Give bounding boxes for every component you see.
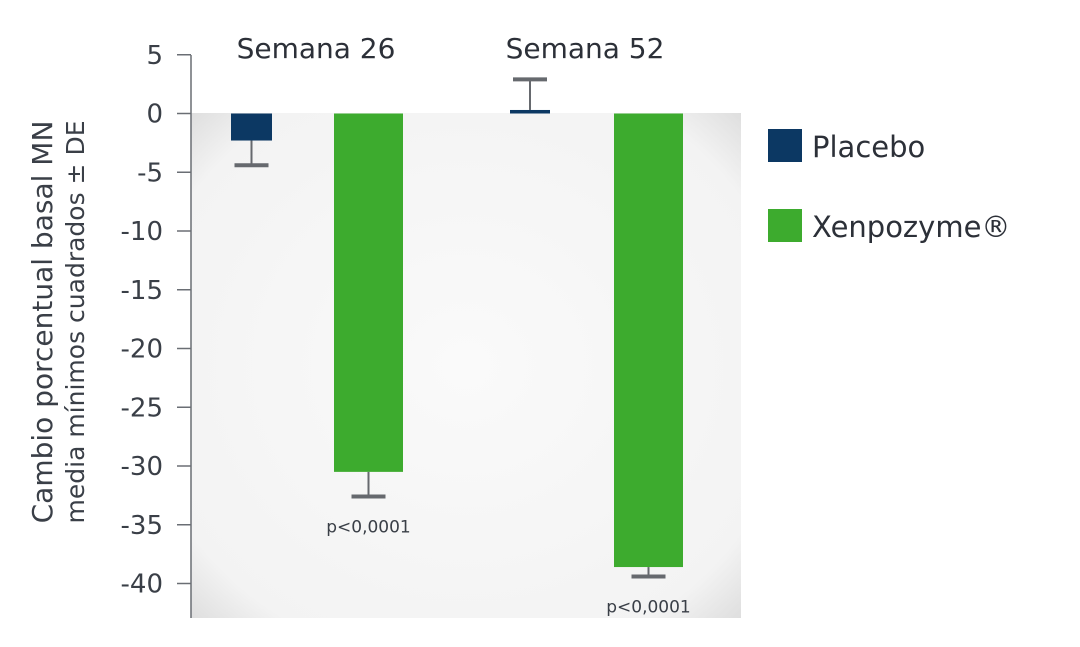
legend-swatch <box>768 129 802 162</box>
legend-swatch <box>768 209 802 242</box>
y-axis-ticks: 5 0 -5 -10 -15 -20 -25 -30 -35 -40 <box>121 41 191 600</box>
bars <box>231 109 683 568</box>
y-tick-label: -10 <box>121 217 163 247</box>
y-tick-label: -35 <box>121 511 163 541</box>
error-bars <box>234 77 666 579</box>
bar-xenpozyme <box>614 113 683 568</box>
annotations: p<0,0001 p<0,0001 <box>326 518 691 618</box>
bar-placebo <box>510 109 550 114</box>
category-label: Semana 26 <box>237 32 396 65</box>
legend-label: Xenpozyme® <box>812 210 1010 244</box>
bar-xenpozyme <box>334 113 403 472</box>
y-tick-label: -40 <box>121 570 163 600</box>
y-axis-label-line1: Cambio porcentual basal MN <box>26 121 59 524</box>
category-labels: Semana 26 Semana 52 <box>237 32 665 65</box>
y-tick-label: -20 <box>121 335 163 365</box>
y-tick-label: -15 <box>121 276 163 306</box>
y-tick-label: 5 <box>146 41 163 71</box>
p-value-annotation: p<0,0001 <box>326 518 411 538</box>
y-axis-label-line2: media mínimos cuadrados ± DE <box>61 121 90 524</box>
y-tick-label: 0 <box>146 100 163 130</box>
category-label: Semana 52 <box>506 32 665 65</box>
y-tick-label: -30 <box>121 452 163 482</box>
p-value-annotation: p<0,0001 <box>606 597 691 617</box>
legend-label: Placebo <box>812 130 925 164</box>
y-tick-label: -25 <box>121 393 163 423</box>
y-tick-label: -5 <box>137 158 163 188</box>
bar-placebo <box>231 113 272 141</box>
